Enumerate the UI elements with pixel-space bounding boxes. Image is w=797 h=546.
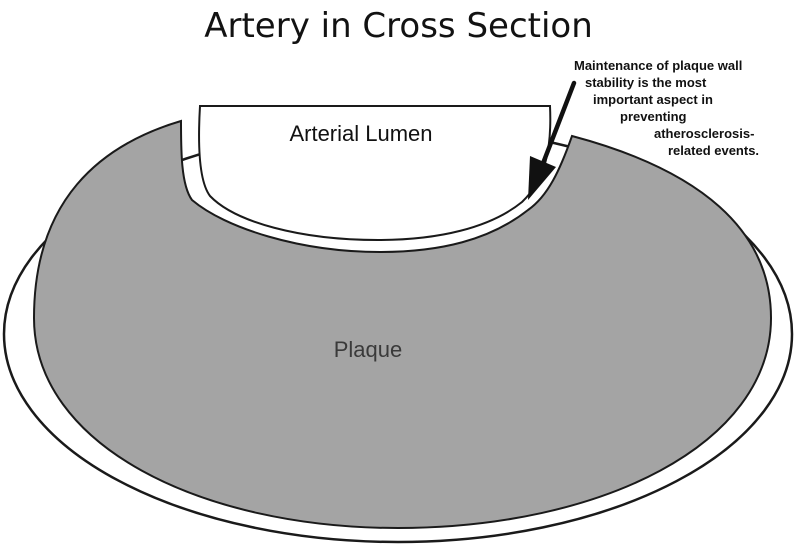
plaque-label: Plaque (298, 337, 438, 363)
diagram-title: Artery in Cross Section (0, 6, 797, 46)
annotation-line: important aspect in (560, 91, 796, 108)
annotation-line: atherosclerosis- (560, 125, 796, 142)
annotation-line: Maintenance of plaque wall (560, 57, 796, 74)
arterial-lumen-label: Arterial Lumen (230, 121, 492, 147)
annotation-line: preventing (560, 108, 796, 125)
annotation-line: stability is the most (560, 74, 796, 91)
annotation-text: Maintenance of plaque wall stability is … (560, 57, 796, 159)
annotation-line: related events. (560, 142, 796, 159)
